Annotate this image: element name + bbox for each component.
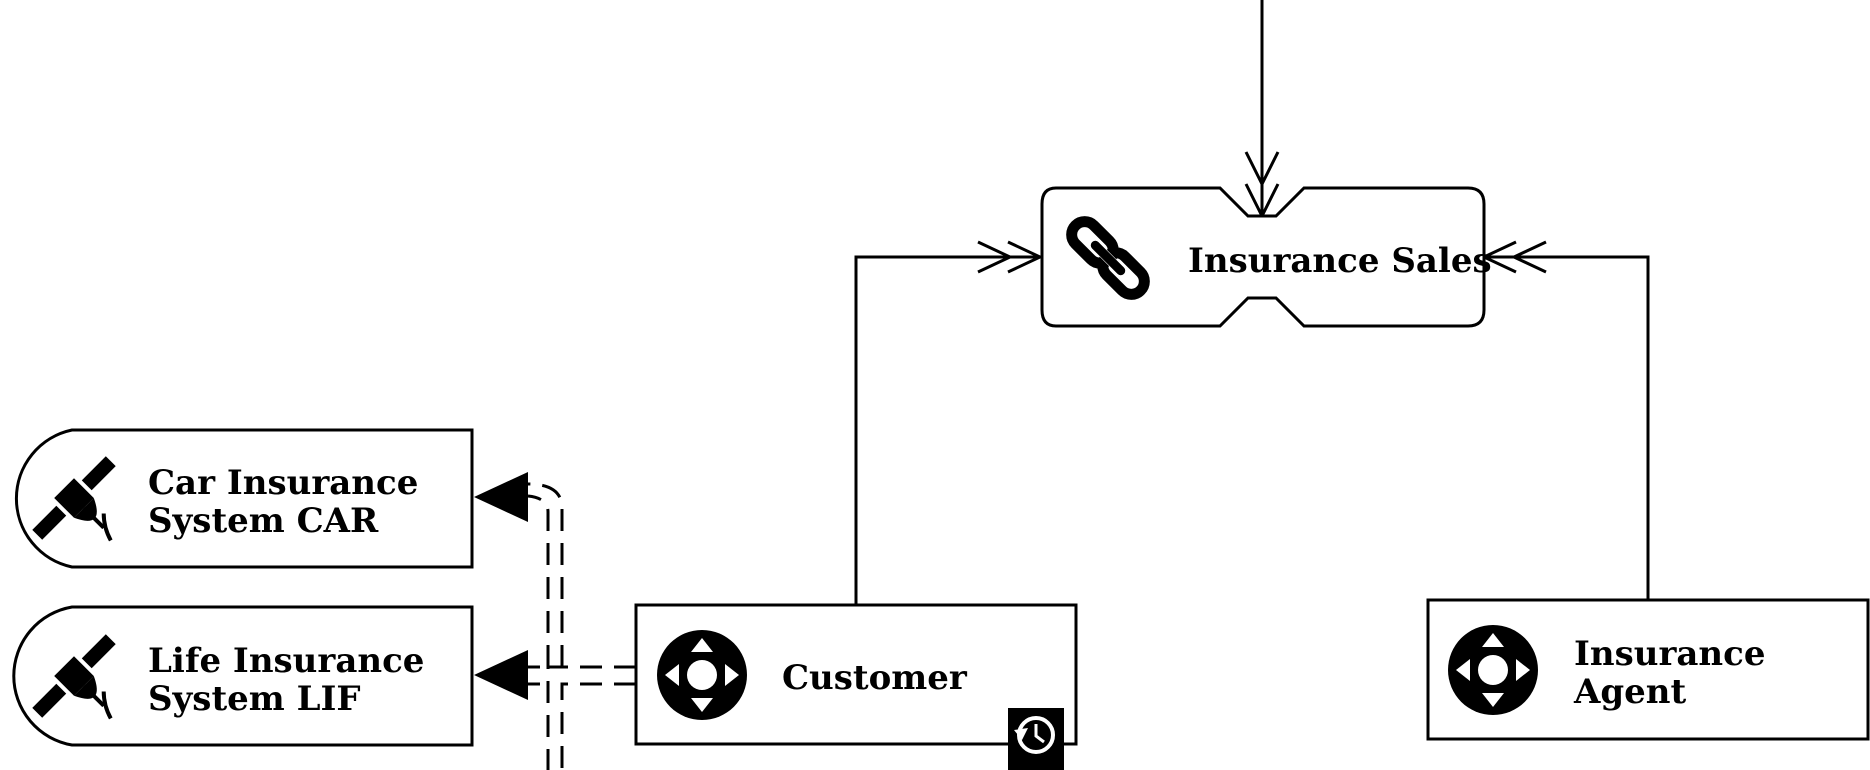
insurance-sales-label: Insurance Sales — [1188, 241, 1492, 281]
insurance-agent-label-line-2: Agent — [1573, 672, 1687, 712]
car-insurance-label-line-1: Car Insurance — [148, 463, 418, 503]
connector-agent-to-insurance-sales — [1480, 240, 1650, 600]
arrowhead-to-life-insurance — [474, 650, 528, 700]
node-insurance-agent[interactable]: Insurance Agent — [1426, 598, 1870, 741]
customer-label: Customer — [782, 658, 968, 698]
insurance-agent-label: Insurance Agent — [1573, 634, 1777, 712]
car-insurance-label: Car Insurance System CAR — [148, 463, 430, 541]
insurance-agent-label-line-1: Insurance — [1574, 634, 1765, 674]
life-insurance-label: Life Insurance System LIF — [148, 641, 436, 719]
satellite-icon — [32, 634, 116, 720]
arrowhead-to-car-insurance — [474, 472, 528, 522]
life-insurance-label-line-2: System LIF — [148, 679, 361, 719]
node-insurance-sales[interactable]: Insurance Sales — [1040, 186, 1492, 328]
connectors — [474, 0, 1650, 770]
life-insurance-label-line-1: Life Insurance — [148, 641, 424, 681]
dashed-flow-to-legacy-systems — [527, 482, 636, 770]
node-car-insurance-system[interactable]: Car Insurance System CAR — [14, 428, 474, 574]
directional-pad-icon — [657, 630, 747, 720]
car-insurance-label-line-2: System CAR — [148, 501, 379, 541]
history-clock-icon — [1008, 708, 1064, 770]
chain-link-icon — [1066, 216, 1150, 300]
node-life-insurance-system[interactable]: Life Insurance System LIF — [12, 605, 474, 752]
connector-customer-to-insurance-sales — [854, 240, 1044, 605]
directional-pad-icon — [1448, 625, 1538, 715]
node-customer[interactable]: Customer — [634, 603, 1078, 770]
connector-top-to-insurance-sales — [1244, 0, 1280, 220]
